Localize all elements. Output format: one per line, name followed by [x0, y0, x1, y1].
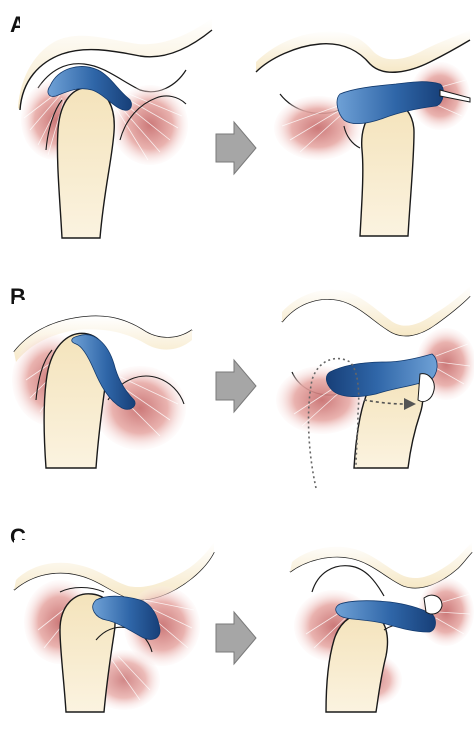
panel-c-closed: [14, 540, 214, 712]
right-arrow-icon: [216, 360, 256, 412]
panel-a-closed: [18, 0, 214, 238]
panel-a-open: [256, 0, 470, 236]
panel-b-open: [276, 280, 474, 488]
mandibular-condyle: [57, 88, 114, 238]
right-arrow-icon: [216, 612, 256, 664]
panel-c-open: [290, 540, 474, 712]
panel-b-closed: [12, 300, 192, 468]
right-arrow-icon: [216, 122, 256, 174]
